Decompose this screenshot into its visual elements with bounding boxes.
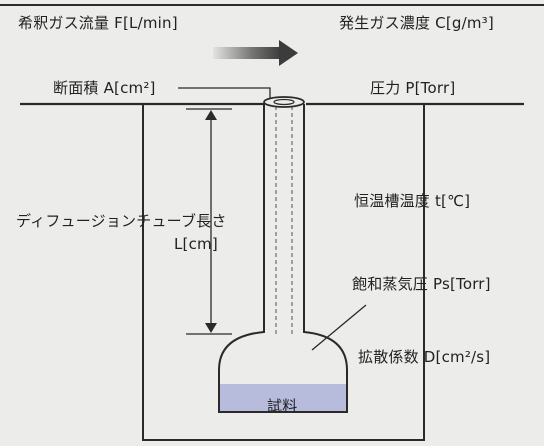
bath-temperature-label: 恒温槽温度 t[℃]: [354, 192, 471, 210]
diffusion-coefficient-label: 拡散係数 D[cm²/s]: [358, 348, 491, 366]
vapor-pressure-label: 飽和蒸気圧 Ps[Torr]: [352, 275, 491, 293]
length-dimension: [186, 108, 232, 335]
gas-concentration-label: 発生ガス濃度 C[g/m³]: [339, 14, 494, 32]
pressure-label: 圧力 P[Torr]: [370, 79, 456, 97]
cross-section-label: 断面積 A[cm²]: [53, 79, 156, 97]
flow-arrow-icon: [213, 40, 298, 66]
diffusion-tube: [218, 104, 348, 413]
vapor-pressure-leader: [311, 304, 367, 351]
sample-liquid: [219, 384, 347, 412]
tube-length-label-line2: L[cm]: [174, 235, 218, 253]
tube-opening: [263, 96, 305, 108]
cross-section-leader: [178, 87, 271, 98]
thermostatic-bath: [142, 104, 425, 441]
dilution-flow-label: 希釈ガス流量 F[L/min]: [18, 14, 178, 32]
sample-label: 試料: [267, 397, 298, 415]
tube-length-label-line1: ディフュージョンチューブ長さ: [16, 212, 227, 230]
